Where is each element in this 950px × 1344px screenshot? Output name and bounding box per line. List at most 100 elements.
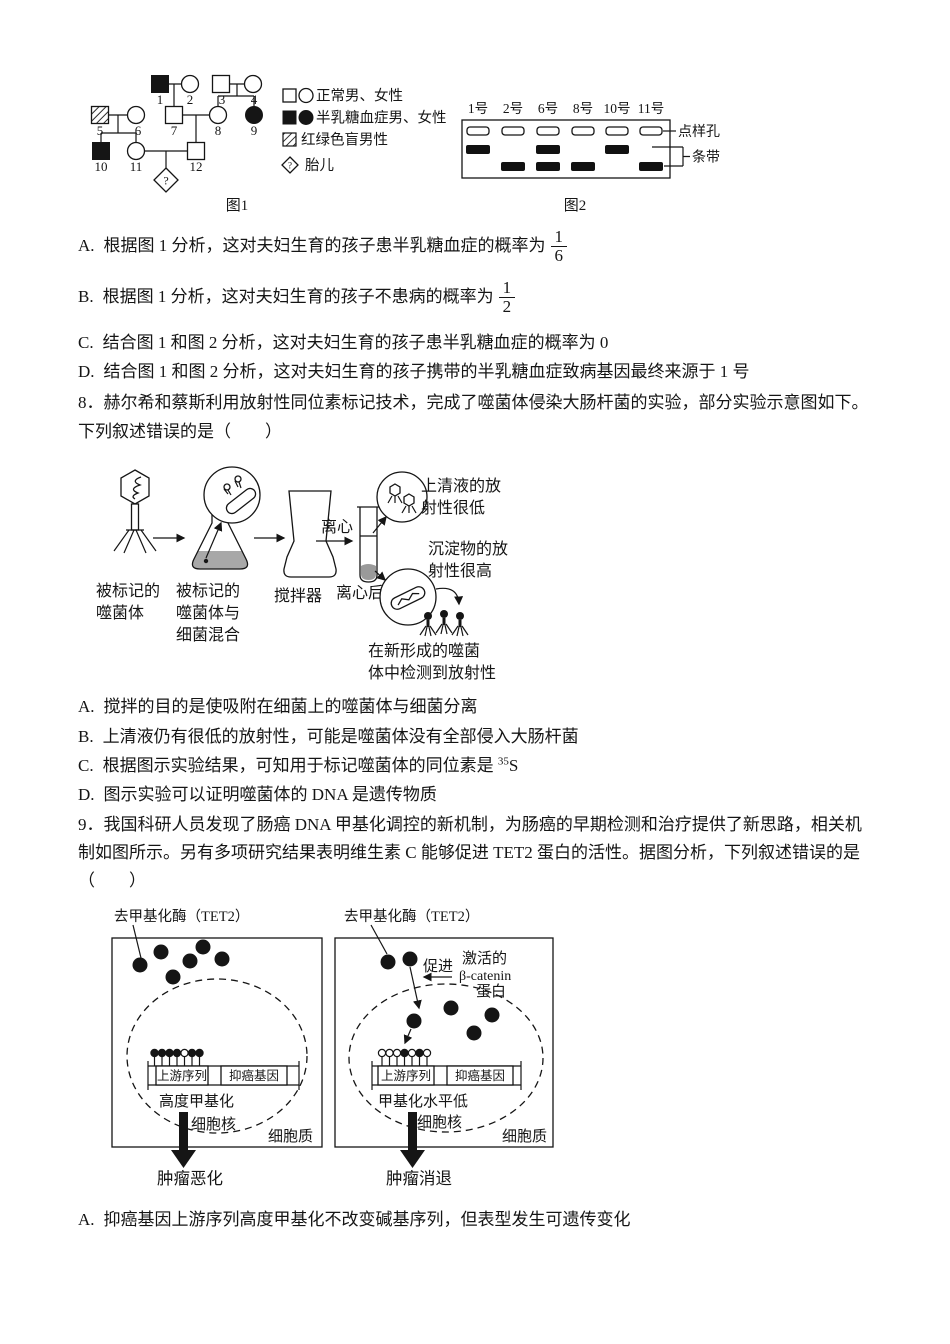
nucleus-right xyxy=(348,983,544,1133)
mix-label-1: 被标记的 xyxy=(176,582,240,600)
tet2-dots-right-outside xyxy=(380,951,418,970)
gel-well-label: 点样孔 xyxy=(678,124,720,140)
methyl-marks-right xyxy=(377,1048,432,1066)
supernatant-label-1: 上清液的放 xyxy=(421,477,501,495)
svg-text:9: 9 xyxy=(251,123,258,138)
pedigree-fetus-mark: ? xyxy=(163,174,168,188)
phage-label-1: 被标记的 xyxy=(96,582,160,600)
legend-fetus-label: 胎儿 xyxy=(305,157,334,174)
mix-label-3: 细菌混合 xyxy=(176,626,240,644)
centrifuge-tube-icon xyxy=(357,506,380,583)
legend-affected-female-swatch xyxy=(298,110,314,125)
new-phage-label-1: 在新形成的噬菌 xyxy=(368,642,480,660)
legend-affected-label: 半乳糖血症男、女性 xyxy=(316,109,447,127)
option-text: 结合图 1 和图 2 分析，这对夫妇生育的孩子携带的半乳糖血症致病基因最终来源于… xyxy=(103,362,750,381)
legend-colorblind-swatch xyxy=(282,132,297,147)
pedigree-lines xyxy=(100,83,255,168)
svg-text:6: 6 xyxy=(135,123,142,138)
pedigree-individual-4 xyxy=(243,74,263,94)
cell-box-left xyxy=(111,937,323,1148)
svg-text:1: 1 xyxy=(157,92,164,107)
phage-label-2: 噬菌体 xyxy=(96,604,144,622)
svg-text:12: 12 xyxy=(190,159,203,174)
svg-text:2: 2 xyxy=(187,92,194,107)
q8-option-a: A.搅拌的目的是使吸附在细菌上的噬菌体与细菌分离 xyxy=(78,697,478,716)
q8-option-d: D.图示实验可以证明噬菌体的 DNA 是遗传物质 xyxy=(78,785,437,804)
suppressor-label-left: 抑癌基因 xyxy=(229,1068,279,1083)
arrow-to-sediment xyxy=(374,570,387,581)
svg-text:11号: 11号 xyxy=(638,101,665,116)
legend-normal-male-swatch xyxy=(282,88,297,103)
flask-liquid xyxy=(192,551,248,569)
svg-text:2号: 2号 xyxy=(503,101,523,116)
option-key: B. xyxy=(78,287,94,306)
tet2-dots-right-inside xyxy=(406,1000,500,1041)
phage-on-bacterium-icon xyxy=(223,475,257,515)
pedigree-chart: ? 1 2 3 4 5 6 7 8 9 10 11 12 xyxy=(90,74,263,193)
legend-fetus-mark: ? xyxy=(288,161,292,171)
bcatenin-label-1: 激活的 xyxy=(462,950,507,967)
infected-bacterium-icon xyxy=(390,586,426,610)
svg-text:8号: 8号 xyxy=(573,101,593,116)
pedigree-individual-3 xyxy=(211,74,231,94)
svg-text:6号: 6号 xyxy=(538,101,558,116)
option-key: A. xyxy=(78,236,95,255)
q9-stem-line1: 9．我国科研人员发现了肠癌 DNA 甲基化调控的新机制，为肠癌的早期检测和治疗提… xyxy=(78,815,862,834)
gel-wells xyxy=(466,126,663,136)
pedigree-individual-10 xyxy=(92,142,110,160)
option-text: 根据图 1 分析，这对夫妇生育的孩子患半乳糖血症的概率为 xyxy=(103,236,546,255)
blender-label: 搅拌器 xyxy=(274,587,322,605)
low-methyl-label: 甲基化水平低 xyxy=(378,1093,468,1110)
pedigree-numbers: 1 2 3 4 5 6 7 8 9 10 11 12 xyxy=(95,92,258,174)
svg-text:8: 8 xyxy=(215,123,222,138)
arrow-to-new-phages xyxy=(435,587,464,606)
legend-affected-male-swatch xyxy=(282,110,297,125)
tet2-dots-left xyxy=(132,939,230,985)
centrifuge-label: 离心 xyxy=(321,518,353,536)
suppressor-box-left xyxy=(220,1065,288,1086)
pedigree-individual-5 xyxy=(90,105,110,125)
fraction-1-6: 1 6 xyxy=(550,227,568,265)
tube-sediment xyxy=(361,564,376,580)
pedigree-individual-9 xyxy=(245,106,263,124)
blender-icon xyxy=(283,490,337,578)
phage-experiment-diagram: 被标记的 噬菌体 被标记的 噬菌体与 细菌混合 搅拌器 离心 xyxy=(96,466,508,682)
outcome-arrow-right xyxy=(400,1112,425,1168)
promote-label: 促进 xyxy=(423,958,453,975)
bcatenin-label-2: β-catenin xyxy=(459,969,511,984)
gel-bands xyxy=(466,145,663,171)
after-centrifuge-label: 离心后 xyxy=(336,584,384,602)
upstream-label-left: 上游序列 xyxy=(157,1068,207,1083)
q7-option-a: A. 根据图 1 分析，这对夫妇生育的孩子患半乳糖血症的概率为 1 6 xyxy=(78,221,568,271)
outcome-arrow-left xyxy=(171,1112,196,1168)
option-key: C. xyxy=(78,333,94,352)
new-phages-icon xyxy=(419,610,469,637)
gel-electrophoresis: 1号 2号 6号 8号 10号 11号 xyxy=(461,101,720,179)
pedigree-individual-7 xyxy=(164,105,184,125)
q9-stem-line2: 制如图所示。另有多项研究结果表明维生素 C 能够促进 TET2 蛋白的活性。据图… xyxy=(78,843,860,862)
figure1-caption: 图1 xyxy=(226,197,249,214)
panel-high-methylation: 去甲基化酶（TET2） 上游序列 抑癌基因 xyxy=(111,908,323,1188)
svg-text:5: 5 xyxy=(97,123,104,138)
q7-option-c: C. 结合图 1 和图 2 分析，这对夫妇生育的孩子患半乳糖血症的概率为 0 xyxy=(78,331,608,355)
svg-text:7: 7 xyxy=(171,123,178,138)
q7-option-b: B. 根据图 1 分析，这对夫妇生育的孩子不患病的概率为 1 2 xyxy=(78,272,516,322)
nucleus-left xyxy=(126,978,308,1134)
sediment-label-2: 射性很高 xyxy=(428,562,492,580)
upstream-box-right xyxy=(377,1065,435,1086)
new-phage-label-2: 体中检测到放射性 xyxy=(368,664,496,682)
pedigree-individual-2 xyxy=(180,74,200,94)
q9-option-a: A.抑癌基因上游序列高度甲基化不改变碱基序列，但表型发生可遗传变化 xyxy=(78,1210,631,1229)
svg-text:10号: 10号 xyxy=(604,101,631,116)
gel-lane-labels: 1号 2号 6号 8号 10号 11号 xyxy=(468,101,664,116)
q8-option-c: C.根据图示实验结果，可知用于标记噬菌体的同位素是 35S xyxy=(78,755,519,775)
q8-stem-line1: 8．赫尔希和蔡斯利用放射性同位素标记技术，完成了噬菌体侵染大肠杆菌的实验，部分实… xyxy=(78,393,869,412)
svg-text:3: 3 xyxy=(219,92,226,107)
isotope-superscript: 35 xyxy=(497,755,509,768)
pedigree-individual-11 xyxy=(126,141,146,161)
figure2-caption: 图2 xyxy=(564,197,587,214)
methyl-marks-left xyxy=(150,1048,204,1066)
pedigree-individual-12 xyxy=(186,141,206,161)
gel-band-label: 条带 xyxy=(692,149,720,166)
